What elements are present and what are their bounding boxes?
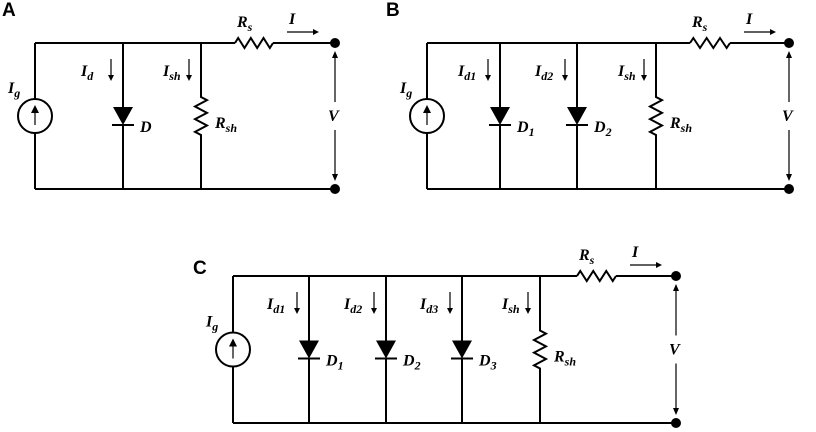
voltage-label: V [782,108,794,125]
panel-letter: C [193,258,207,279]
current-source-icon [17,98,53,134]
output-current-label: I [745,11,753,28]
current-arrow-icon [630,262,662,268]
series-resistor-icon [234,36,274,50]
diode-icon [489,43,511,189]
panel-letter: A [2,0,16,21]
current-arrow-icon [186,59,192,81]
terminal-dot-icon [671,271,681,281]
diode-current-label: Id1 [266,296,285,316]
terminal-dot-icon [784,38,794,48]
diode-current-label: Id3 [419,296,438,316]
source-label: Ig [7,80,20,100]
current-arrow-icon [294,292,300,314]
current-arrow-icon [108,59,114,81]
current-arrow-icon [744,29,776,35]
voltage-arrow-icon [332,51,338,181]
output-current-label: I [288,11,296,28]
shunt-resistor-icon [647,43,665,189]
current-arrow-icon [485,59,491,81]
diode-icon [451,276,473,423]
series-resistor-label: Rs [691,14,708,34]
current-arrow-icon [287,29,319,35]
up-arrow-icon [31,105,39,113]
diode-current-label: Id2 [534,63,553,83]
source-label: Ig [205,314,218,334]
shunt-current-label: Ish [617,63,636,83]
diode-icon [112,43,134,189]
diode-label: D2 [402,353,421,373]
diode-label: D1 [516,119,535,139]
diode-label: D3 [478,353,497,373]
current-arrow-icon [562,59,568,81]
diode-current-label: Id1 [457,63,476,83]
series-resistor-icon [576,269,617,283]
series-resistor-label: Rs [578,247,595,267]
panel-letter: B [386,0,400,21]
source-label: Ig [399,80,412,100]
terminal-dot-icon [330,184,340,194]
current-arrow-icon [525,292,531,314]
output-current-label: I [631,244,639,261]
shunt-resistor-icon [192,43,210,189]
shunt-resistor-label: Rsh [214,115,237,135]
diode-label: D2 [593,119,612,139]
shunt-current-label: Ish [162,63,181,83]
shunt-resistor-label: Rsh [669,115,692,135]
series-resistor-icon [689,36,731,50]
diode-label: D1 [325,353,344,373]
voltage-arrow-icon [673,284,679,415]
diode-current-label: Id [80,63,94,83]
current-arrow-icon [447,292,453,314]
terminal-dot-icon [671,418,681,428]
current-arrow-icon [641,59,647,81]
series-resistor-label: Rs [236,14,253,34]
current-arrow-icon [371,292,377,314]
voltage-label: V [328,108,340,125]
diode-label: D [139,119,152,136]
voltage-arrow-icon [786,51,792,181]
current-source-icon [409,98,445,134]
shunt-resistor-label: Rsh [553,349,576,369]
current-source-icon [215,331,251,368]
diode-current-label: Id2 [343,296,362,316]
voltage-label: V [669,342,681,359]
shunt-resistor-icon [531,276,549,423]
up-arrow-icon [229,338,237,347]
shunt-current-label: Ish [501,296,520,316]
diode-icon [566,43,588,189]
diode-icon [375,276,397,423]
terminal-dot-icon [784,184,794,194]
terminal-dot-icon [330,38,340,48]
up-arrow-icon [423,105,431,113]
diode-icon [298,276,320,423]
